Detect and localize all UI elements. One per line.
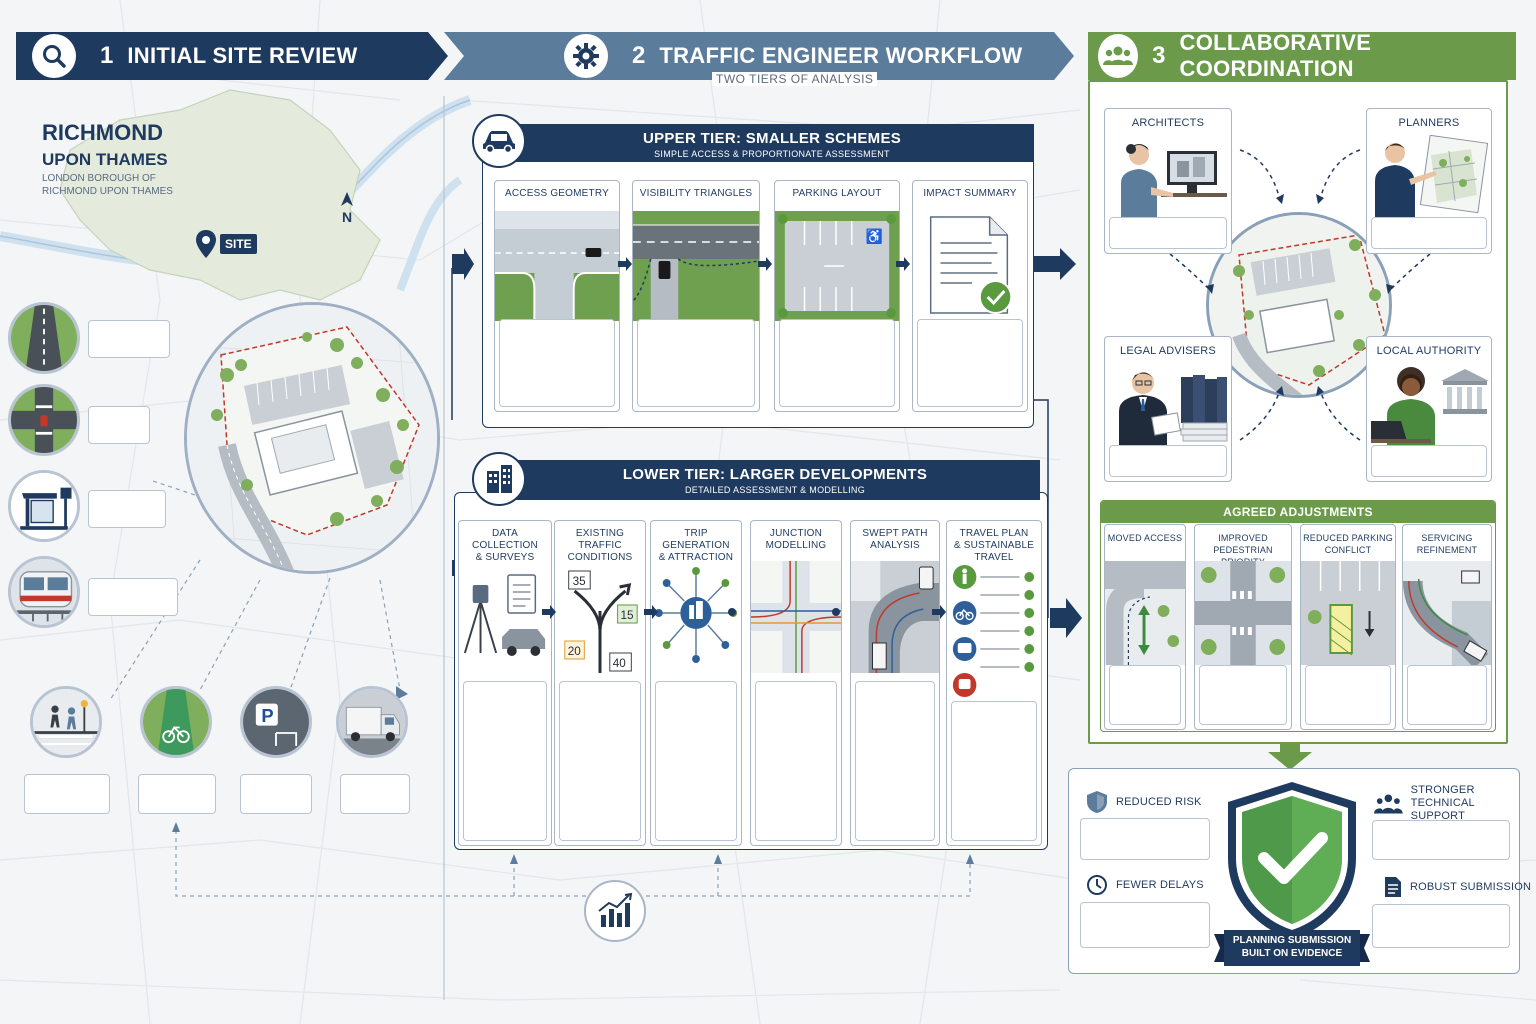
borough-name: RICHMOND UPON THAMES — [42, 120, 168, 169]
document-icon — [1385, 877, 1401, 897]
planner-figure-icon — [1375, 135, 1489, 219]
lower-card-data-collection: DATA COLLECTION& SURVEYS — [458, 520, 552, 846]
team-icon — [1374, 793, 1403, 814]
sustainable-travel-icons — [952, 565, 1035, 697]
svg-text:P: P — [261, 705, 273, 726]
site-aerial-view — [184, 302, 440, 574]
lower-card-travel-plan: TRAVEL PLAN& SUSTAINABLE TRAVEL — [946, 520, 1042, 846]
document-check-icon — [929, 216, 1013, 314]
bus-stop-icon — [8, 470, 80, 542]
role-card-local-authority: LOCAL AUTHORITY — [1366, 336, 1492, 482]
location-pin-icon — [196, 230, 216, 258]
parking-notes-box — [240, 774, 312, 814]
rail-notes-box — [88, 578, 178, 616]
shield-small-icon — [1087, 791, 1107, 813]
step-number: 2 — [632, 42, 646, 69]
trip-generation-icon — [654, 567, 738, 663]
step-title: INITIAL SITE REVIEW — [127, 43, 358, 68]
upper-card-parking-layout: PARKING LAYOUT ♿ — [774, 180, 900, 412]
lower-tier-step-arrows — [542, 605, 946, 619]
header-subtitle: TWO TIERS OF ANALYSIS — [712, 72, 878, 86]
fewer-delays-notes-box — [1080, 902, 1210, 948]
pedestrian-crossing-icon — [30, 686, 102, 758]
adjust-card-pedestrian-priority: IMPROVED PEDESTRIANPRIORITY — [1194, 524, 1292, 730]
central-site-plan — [1206, 212, 1392, 398]
car-icon — [472, 114, 526, 168]
svg-text:15: 15 — [621, 608, 634, 622]
borough-subtitle: LONDON BOROUGH OF RICHMOND UPON THAMES — [42, 173, 173, 197]
parking-icon: P — [240, 686, 312, 758]
approval-shield-icon — [1228, 782, 1356, 940]
pedestrian-notes-box — [24, 774, 110, 814]
clock-icon — [1087, 875, 1107, 895]
svg-text:20: 20 — [568, 644, 581, 658]
outcome-robust-submission: ROBUST SUBMISSION — [1384, 876, 1531, 898]
submission-ribbon — [1214, 930, 1370, 966]
servicing-truck-icon — [336, 686, 408, 758]
road-notes-box — [88, 320, 170, 358]
reduced-risk-notes-box — [1080, 818, 1210, 860]
legal-adviser-figure-icon — [1119, 372, 1228, 447]
outcome-fewer-delays: FEWER DELAYS — [1086, 874, 1204, 896]
role-card-architects: ARCHITECTS — [1104, 108, 1232, 254]
lower-tier-title: LOWER TIER: LARGER DEVELOPMENTS DETAILED… — [510, 460, 1040, 500]
upper-tier-step-arrows — [618, 257, 910, 271]
architect-figure-icon — [1121, 144, 1227, 219]
servicing-notes-box — [340, 774, 410, 814]
road-icon — [8, 302, 80, 374]
cycle-notes-box — [138, 774, 216, 814]
local-authority-figure-icon — [1371, 367, 1489, 447]
header-collaborative-coordination: 3 COLLABORATIVE COORDINATION — [1088, 30, 1516, 81]
analytics-chart-icon — [584, 880, 646, 942]
agreed-adjustments-title: AGREED ADJUSTMENTS — [1101, 501, 1495, 523]
outcome-reduced-risk: REDUCED RISK — [1086, 790, 1202, 814]
civic-building-icon — [1441, 369, 1489, 414]
north-arrow: N — [340, 192, 354, 225]
header-traffic-engineer-workflow: 2 TRAFFIC ENGINEER WORKFLOW — [444, 32, 1074, 80]
survey-equipment-icon — [463, 574, 546, 656]
svg-text:35: 35 — [573, 574, 586, 588]
step-title: COLLABORATIVE COORDINATION — [1179, 30, 1372, 81]
north-arrow-icon — [341, 192, 353, 206]
buildings-icon — [472, 452, 526, 506]
swept-path-icon — [851, 561, 939, 673]
role-card-planners: PLANNERS — [1366, 108, 1492, 254]
robust-submission-notes-box — [1372, 904, 1510, 948]
junction-notes-box — [88, 406, 150, 444]
upper-card-access-geometry: ACCESS GEOMETRY — [494, 180, 620, 412]
bus-notes-box — [88, 490, 166, 528]
people-icon — [1098, 34, 1139, 78]
step-number: 1 — [100, 42, 114, 69]
technical-support-notes-box — [1372, 820, 1510, 860]
upper-tier-title: UPPER TIER: SMALLER SCHEMES SIMPLE ACCES… — [510, 124, 1034, 162]
step-title: TRAFFIC ENGINEER WORKFLOW — [659, 43, 1023, 68]
gear-icon — [564, 34, 608, 78]
header-arrow-shape — [1088, 32, 1516, 80]
junction-model-icon — [751, 561, 841, 673]
role-card-legal-advisers: LEGAL ADVISERS — [1104, 336, 1232, 482]
upper-card-visibility-triangles: VISIBILITY TRIANGLES — [632, 180, 760, 412]
upper-card-impact-summary: IMPACT SUMMARY — [912, 180, 1028, 412]
step-number: 3 — [1152, 42, 1166, 69]
svg-text:♿: ♿ — [866, 228, 883, 245]
train-icon — [8, 556, 80, 628]
header-initial-site-review: 1 INITIAL SITE REVIEW — [16, 32, 448, 80]
header-arrow-shape — [16, 32, 448, 80]
junction-icon — [8, 384, 80, 456]
lower-card-junction-modelling: JUNCTION MODELLING — [750, 520, 842, 846]
svg-text:40: 40 — [613, 656, 626, 670]
coordination-dashed-arrows — [1169, 149, 1431, 441]
search-icon — [32, 34, 76, 78]
cycle-lane-icon — [140, 686, 212, 758]
site-label: SITE — [220, 234, 257, 254]
adjust-card-moved-access: MOVED ACCESS — [1104, 524, 1186, 730]
lower-card-trip-generation: TRIP GENERATION& ATTRACTION — [650, 520, 742, 846]
